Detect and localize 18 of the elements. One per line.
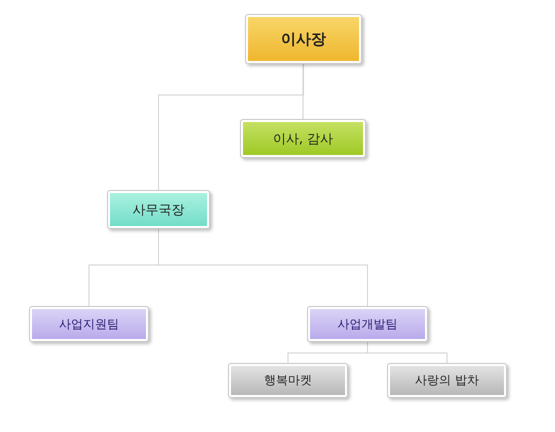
connector-line: [367, 342, 448, 364]
org-box: [245, 14, 362, 64]
org-box: [307, 306, 428, 342]
connector-line: [158, 228, 368, 306]
connector-line: [158, 64, 304, 190]
org-box: [29, 306, 149, 342]
org-box: [240, 119, 366, 158]
org-label: 사업지원팀: [59, 316, 119, 332]
org-label: 이사, 감사: [272, 130, 334, 148]
org-box: [387, 363, 507, 398]
org-label: 이사장: [281, 30, 326, 48]
org-label: 사업개발팀: [338, 316, 398, 332]
org-label: 사랑의 밥차: [415, 372, 479, 389]
connector-line: [302, 64, 304, 120]
org-label: 사무국장: [132, 202, 184, 218]
org-box: [107, 190, 210, 229]
org-label: 행복마켓: [264, 372, 312, 389]
org-box: [228, 363, 348, 398]
